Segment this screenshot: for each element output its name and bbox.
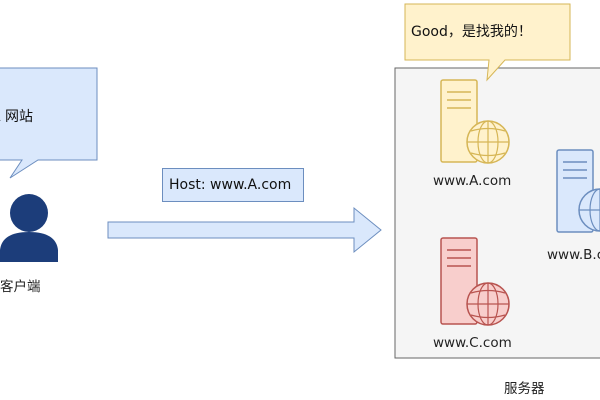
host-request-label: Host: www.A.com [162,168,304,202]
client-label: 客户端 [0,279,41,295]
request-arrow [107,206,382,254]
server-b-icon [556,149,600,233]
server-b-label: www.B.com [547,247,600,263]
server-c-label: www.C.com [433,335,512,351]
client-speech-bubble [0,67,98,179]
server-c-icon [440,237,510,326]
client-bubble-text: A 网站 [0,109,34,125]
server-a-icon [440,79,510,164]
reply-speech-bubble [404,3,571,82]
server-a-label: www.A.com [433,173,512,189]
reply-bubble-text: Good，是找我的！ [411,24,532,40]
user-icon [0,194,58,262]
server-group-label: 服务器 [504,381,545,397]
